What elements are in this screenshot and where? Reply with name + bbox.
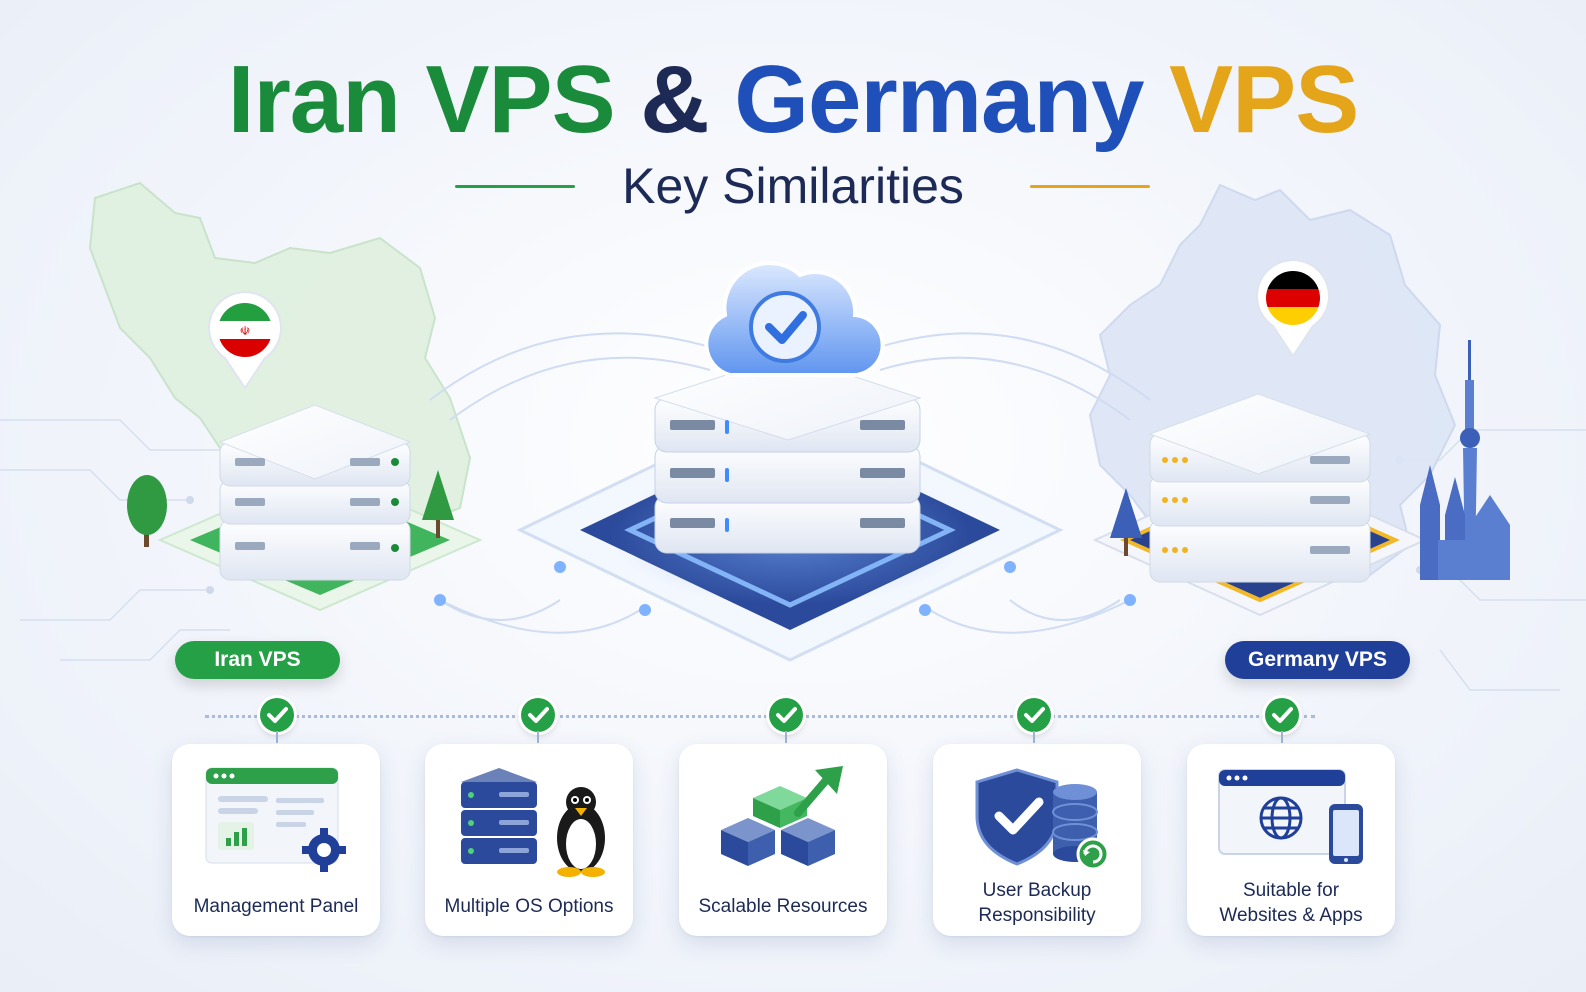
card-label: Responsibility xyxy=(978,905,1096,926)
subtitle-line-right xyxy=(1030,185,1150,188)
card-label: Suitable for xyxy=(1242,880,1340,901)
title-germany: Germany xyxy=(734,46,1144,153)
tree-icon xyxy=(1110,488,1142,556)
card-label: Scalable Resources xyxy=(698,896,868,917)
page-title: Iran VPS & Germany VPS xyxy=(0,44,1586,156)
shield-database-icon xyxy=(975,768,1110,871)
feature-card-multiple-os: Multiple OS Options xyxy=(425,744,633,936)
central-server xyxy=(516,354,1064,662)
tree-icon xyxy=(422,470,454,538)
feature-card-websites-apps: Suitable for Websites & Apps xyxy=(1187,744,1395,936)
check-icon xyxy=(521,698,555,743)
feature-connector xyxy=(205,715,1315,718)
check-icon xyxy=(1017,698,1051,743)
card-label: Management Panel xyxy=(193,896,359,917)
subtitle: Key Similarities xyxy=(622,158,964,214)
germany-flag-icon xyxy=(1256,259,1330,358)
card-label: User Backup xyxy=(982,880,1092,901)
card-label: Multiple OS Options xyxy=(444,896,614,917)
scaling-blocks-icon xyxy=(721,766,843,866)
iran-server xyxy=(157,404,483,612)
browser-mobile-icon xyxy=(1218,769,1363,864)
card-label: Websites & Apps xyxy=(1219,905,1363,926)
cathedral-icon xyxy=(1420,465,1510,580)
title-ampersand: & xyxy=(614,46,735,153)
check-icon xyxy=(1265,698,1299,743)
server-linux-icon xyxy=(461,768,605,877)
iran-flag-icon: ☫ xyxy=(208,291,282,390)
svg-text:☫: ☫ xyxy=(240,324,251,338)
cloud-check-icon xyxy=(704,261,885,378)
feature-card-backup: User Backup Responsibility xyxy=(933,744,1141,936)
iran-vps-tag: Iran VPS xyxy=(175,641,340,679)
title-iran-vps: Iran VPS xyxy=(227,46,616,153)
title-vps: VPS xyxy=(1143,46,1359,153)
check-icon xyxy=(260,698,294,743)
subtitle-line-left xyxy=(455,185,575,188)
check-icon xyxy=(769,698,803,743)
management-panel-icon xyxy=(205,767,346,872)
feature-card-management-panel: Management Panel xyxy=(172,744,380,936)
subtitle-row: Key Similarities xyxy=(0,156,1586,216)
feature-card-scalable: Scalable Resources xyxy=(679,744,887,936)
germany-vps-tag: Germany VPS xyxy=(1225,641,1410,679)
tree-icon xyxy=(127,475,167,547)
